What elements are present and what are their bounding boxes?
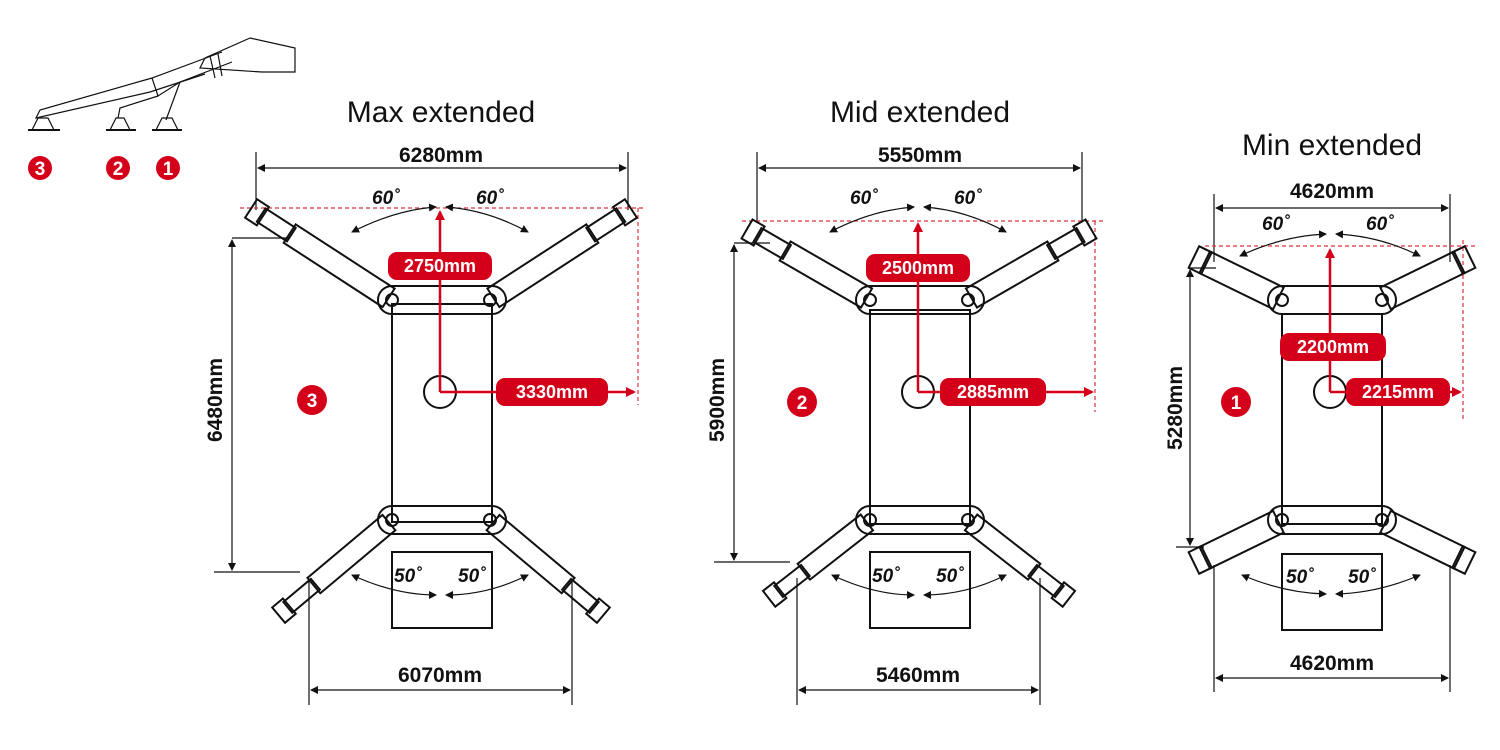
config-badge: 1 bbox=[1221, 387, 1251, 417]
lateral-reach-pill: 2215mm bbox=[1346, 378, 1450, 406]
config-badge-label: 3 bbox=[307, 391, 318, 412]
outrigger-side-view-icon bbox=[28, 37, 296, 131]
config-badge: 3 bbox=[297, 385, 327, 415]
bottom-width-label: 6070mm bbox=[398, 664, 482, 687]
vertical-reach-pill: 2750mm bbox=[388, 252, 492, 280]
vertical-reach-label: 2500mm bbox=[882, 258, 954, 278]
rear-frame bbox=[391, 551, 493, 629]
lateral-reach-pill: 3330mm bbox=[496, 378, 608, 406]
height-label: 5900mm bbox=[706, 358, 729, 442]
height-label: 5280mm bbox=[1164, 366, 1187, 450]
bottom-angle-right: 50˚ bbox=[936, 566, 964, 587]
bottom-angle-left: 50˚ bbox=[394, 566, 422, 587]
vertical-reach-pill: 2200mm bbox=[1280, 333, 1386, 361]
vertical-reach-label: 2200mm bbox=[1297, 337, 1369, 357]
top-width-label: 5550mm bbox=[878, 144, 962, 167]
config-mid-extended: Mid extended 5550mm bbox=[706, 96, 1105, 705]
vertical-reach-pill: 2500mm bbox=[866, 254, 970, 282]
config-min-extended: Min extended 4620mm bbox=[1164, 129, 1477, 692]
legend-badge-1-label: 1 bbox=[163, 159, 174, 180]
bottom-angle-right: 50˚ bbox=[1348, 567, 1376, 588]
lateral-reach-label: 2885mm bbox=[957, 382, 1029, 402]
chassis bbox=[391, 303, 493, 523]
top-angle-right: 60˚ bbox=[1366, 214, 1394, 235]
bottom-angle-right: 50˚ bbox=[458, 566, 486, 587]
legend-badge-3: 3 bbox=[28, 156, 52, 180]
legend-badge-2: 2 bbox=[106, 156, 130, 180]
lateral-reach-label: 2215mm bbox=[1362, 382, 1434, 402]
config-badge-label: 2 bbox=[797, 393, 808, 414]
config-title: Max extended bbox=[347, 96, 535, 129]
bottom-angle-left: 50˚ bbox=[872, 566, 900, 587]
top-width-label: 4620mm bbox=[1290, 180, 1374, 203]
height-label: 6480mm bbox=[204, 358, 227, 442]
config-max-extended: Max extended 6280mm bbox=[204, 96, 645, 705]
top-angle-left: 60˚ bbox=[1262, 214, 1290, 235]
bottom-angle-left: 50˚ bbox=[1286, 567, 1314, 588]
legend-badge-3-label: 3 bbox=[35, 159, 46, 180]
legend-badges: 3 2 1 bbox=[28, 156, 180, 180]
lateral-reach-label: 3330mm bbox=[516, 382, 588, 402]
bottom-width-label: 4620mm bbox=[1290, 652, 1374, 675]
config-title: Mid extended bbox=[830, 96, 1010, 129]
bottom-width-label: 5460mm bbox=[876, 664, 960, 687]
legend-badge-2-label: 2 bbox=[113, 159, 124, 180]
vertical-reach-label: 2750mm bbox=[404, 256, 476, 276]
top-angle-left: 60˚ bbox=[850, 188, 878, 209]
config-title: Min extended bbox=[1242, 129, 1422, 162]
lateral-reach-pill: 2885mm bbox=[940, 378, 1046, 406]
top-angle-left: 60˚ bbox=[372, 188, 400, 209]
top-angle-right: 60˚ bbox=[954, 188, 982, 209]
top-angle-right: 60˚ bbox=[476, 188, 504, 209]
config-badge-label: 1 bbox=[1231, 393, 1242, 414]
legend-badge-1: 1 bbox=[156, 156, 180, 180]
top-width-label: 6280mm bbox=[399, 144, 483, 167]
config-badge: 2 bbox=[787, 387, 817, 417]
